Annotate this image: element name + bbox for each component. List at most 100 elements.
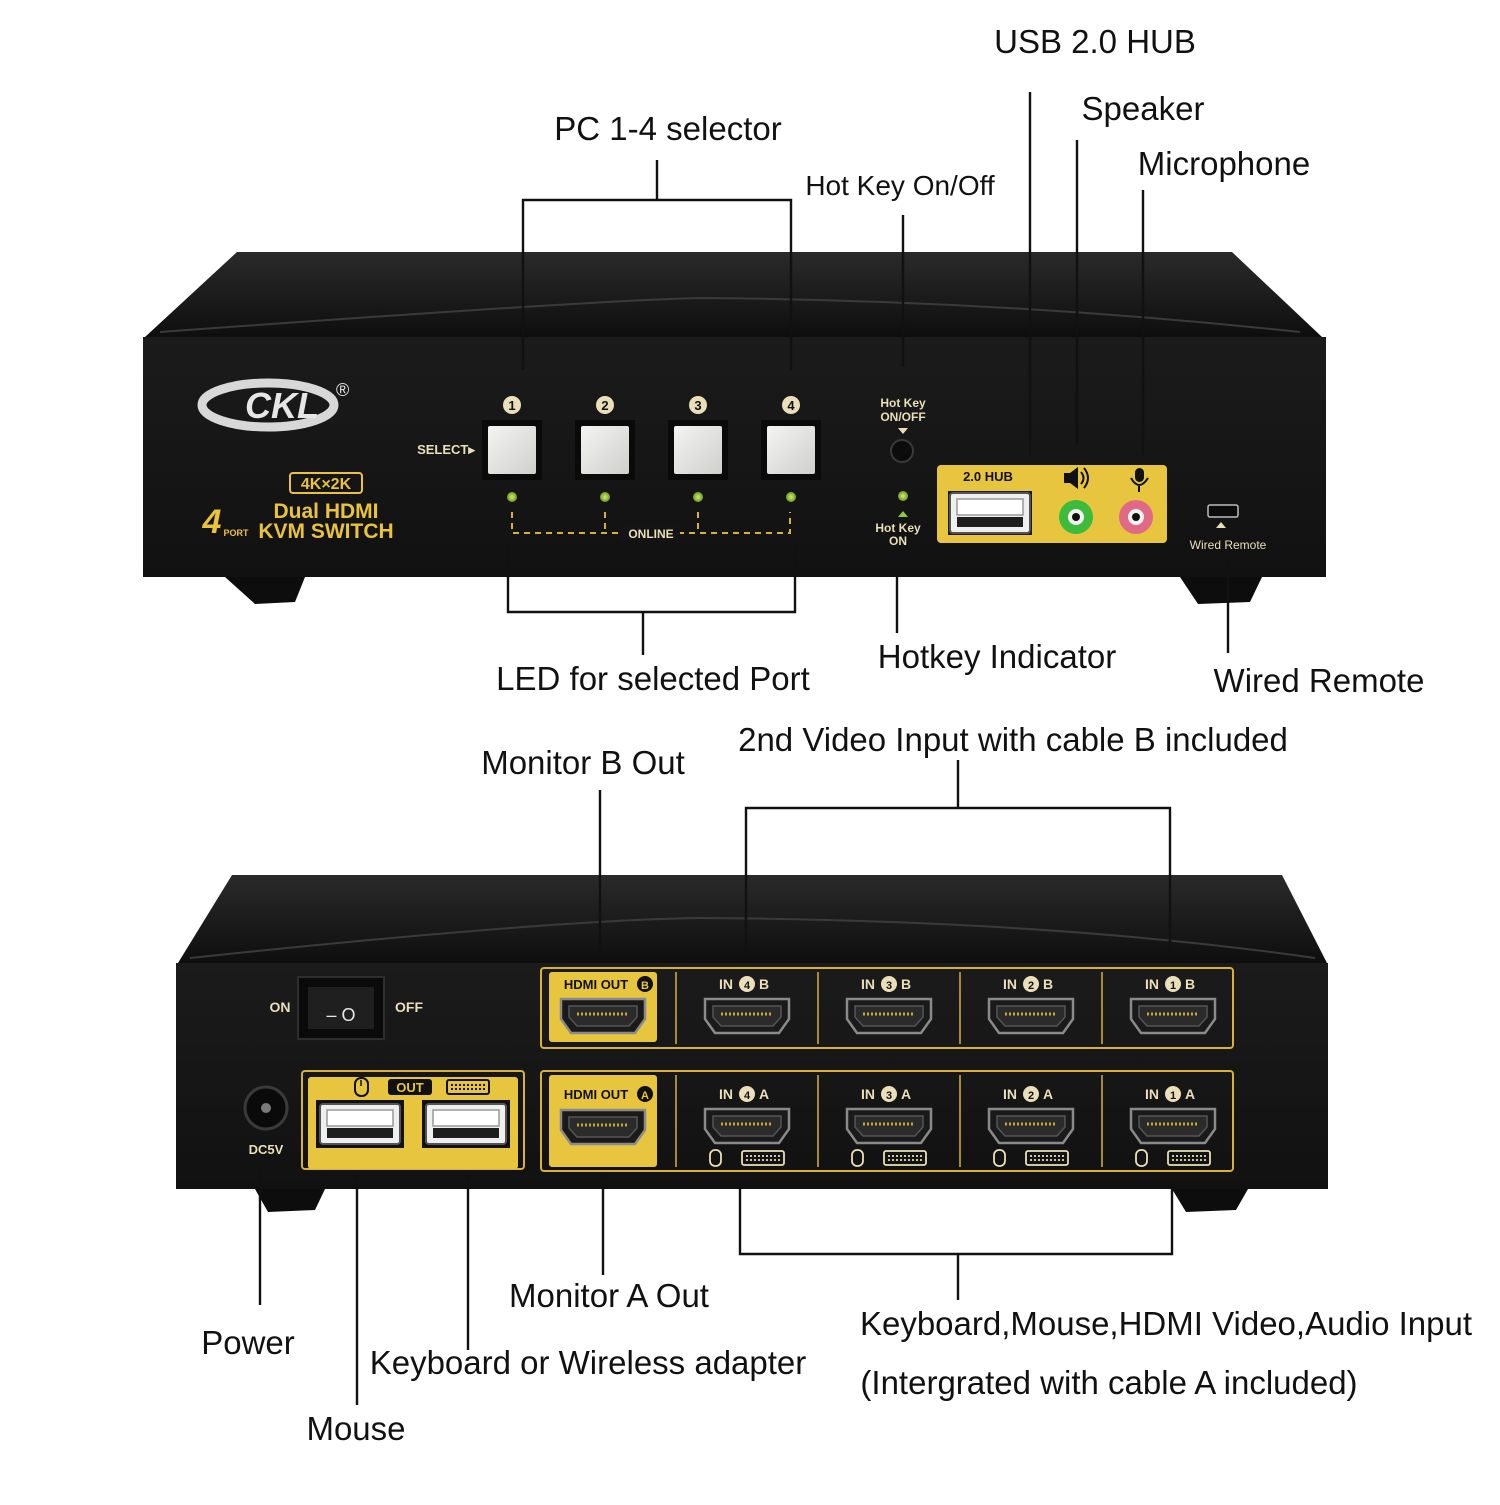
- keyboard-icon: [1025, 1150, 1069, 1166]
- front-case-top: [145, 252, 1322, 337]
- input-prefix: IN: [861, 976, 875, 992]
- hdmi-input-b-port[interactable]: [987, 997, 1075, 1035]
- logo-text: CKL: [245, 385, 319, 426]
- port-button-2[interactable]: 2: [575, 396, 635, 502]
- wired-remote-port[interactable]: [1207, 504, 1239, 518]
- hdmi-input-a-port[interactable]: [1129, 1107, 1217, 1145]
- ckl-logo: CKL ®: [197, 378, 349, 432]
- callout-speaker: Speaker: [1082, 90, 1205, 127]
- hdmi-out-b-label: HDMI OUT: [564, 977, 628, 992]
- callout-layer: USB 2.0 HUB Speaker Microphone PC 1-4 se…: [201, 23, 1472, 1447]
- port-number-3: 3: [694, 398, 701, 413]
- input-prefix: IN: [1145, 976, 1159, 992]
- usb-mouse-port[interactable]: [316, 1100, 404, 1148]
- hdmi-input-a-port[interactable]: [703, 1107, 791, 1145]
- hdmi-input-b-port[interactable]: [703, 997, 791, 1035]
- microphone-icon: [1130, 468, 1149, 492]
- input-prefix: IN: [1003, 976, 1017, 992]
- leader-led-selected: [506, 545, 797, 655]
- front-foot-right: [1180, 577, 1262, 604]
- rear-foot-right: [1172, 1189, 1248, 1212]
- port-button-1[interactable]: 1: [482, 396, 542, 502]
- callout-monitor-a-out: Monitor A Out: [509, 1277, 709, 1314]
- online-label: ONLINE: [628, 527, 673, 541]
- port-number-1: 1: [508, 398, 515, 413]
- port-led-3: [693, 492, 703, 502]
- port-button-group: 1 2 3 4: [482, 396, 821, 502]
- callout-microphone: Microphone: [1138, 145, 1310, 182]
- model-number: 4: [202, 503, 222, 541]
- input-suffix: A: [1043, 1086, 1053, 1102]
- callout-pc-selector: PC 1-4 selector: [554, 110, 781, 147]
- down-arrow-icon: [898, 428, 908, 434]
- input-suffix: B: [1185, 976, 1195, 992]
- port-select-button[interactable]: [488, 426, 536, 474]
- hdmi-input-a-port[interactable]: [987, 1107, 1075, 1145]
- callout-wired-remote: Wired Remote: [1214, 662, 1425, 699]
- port-number-2: 2: [601, 398, 608, 413]
- registered-mark: ®: [336, 380, 349, 400]
- port-select-button[interactable]: [581, 426, 629, 474]
- callout-hotkey-indicator: Hotkey Indicator: [878, 638, 1116, 675]
- select-label: SELECT▸: [417, 442, 476, 457]
- input-prefix: IN: [719, 976, 733, 992]
- hotkey-led-label-2: ON: [889, 534, 907, 548]
- usb-out-label: OUT: [396, 1080, 424, 1095]
- resolution-badge: 4K×2K: [301, 476, 352, 493]
- port-select-button[interactable]: [674, 426, 722, 474]
- input-prefix: IN: [1145, 1086, 1159, 1102]
- up-arrow-icon: [898, 511, 908, 517]
- hotkey-led: [898, 491, 908, 501]
- input-prefix: IN: [1003, 1086, 1017, 1102]
- keyboard-icon: [446, 1079, 490, 1095]
- callout-usb-hub: USB 2.0 HUB: [994, 23, 1196, 60]
- hdmi-out-b-letter: B: [641, 980, 649, 992]
- front-usb-port[interactable]: [948, 491, 1032, 535]
- hotkey-button[interactable]: [890, 439, 914, 463]
- front-panel: CKL ® 4K×2K 4 PORT Dual HDMI KVM SWITCH …: [143, 252, 1326, 604]
- switch-off-label: OFF: [395, 999, 423, 1015]
- input-number: 3: [886, 1090, 892, 1102]
- hotkey-led-label-1: Hot Key: [875, 521, 921, 535]
- mouse-icon: [993, 1149, 1006, 1167]
- port-led-2: [600, 492, 610, 502]
- power-switch[interactable]: [308, 987, 374, 1029]
- port-button-3[interactable]: 3: [668, 396, 728, 502]
- rear-foot-left: [255, 1189, 325, 1212]
- port-word: PORT: [223, 528, 249, 538]
- hdmi-input-b-port[interactable]: [1129, 997, 1217, 1035]
- port-led-1: [507, 492, 517, 502]
- usb-keyboard-port[interactable]: [422, 1100, 510, 1148]
- leader-kmva-input: [738, 1185, 1174, 1300]
- keyboard-icon: [1167, 1150, 1211, 1166]
- mouse-icon: [851, 1149, 864, 1167]
- hdmi-input-a-port[interactable]: [845, 1107, 933, 1145]
- hdmi-out-b-port[interactable]: [559, 997, 647, 1035]
- hdmi-input-b-port[interactable]: [845, 997, 933, 1035]
- hdmi-b-row-frame: [540, 967, 1234, 1049]
- product-line-2: KVM SWITCH: [258, 520, 393, 543]
- input-prefix: IN: [719, 1086, 733, 1102]
- switch-on-label: ON: [270, 999, 291, 1015]
- input-number: 2: [1028, 1090, 1034, 1102]
- up-arrow-icon: [1216, 522, 1226, 528]
- hdmi-out-a-port[interactable]: [559, 1108, 647, 1146]
- wired-remote-label: Wired Remote: [1190, 538, 1267, 552]
- input-number: 2: [1028, 980, 1034, 992]
- port-button-4[interactable]: 4: [761, 396, 821, 502]
- product-line-1: Dual HDMI: [274, 500, 379, 523]
- keyboard-icon: [883, 1150, 927, 1166]
- hotkey-button-label-1: Hot Key: [880, 396, 926, 410]
- callout-mouse: Mouse: [306, 1410, 405, 1447]
- callout-keyboard-adapter: Keyboard or Wireless adapter: [370, 1344, 807, 1381]
- input-number: 1: [1170, 980, 1176, 992]
- port-select-button[interactable]: [767, 426, 815, 474]
